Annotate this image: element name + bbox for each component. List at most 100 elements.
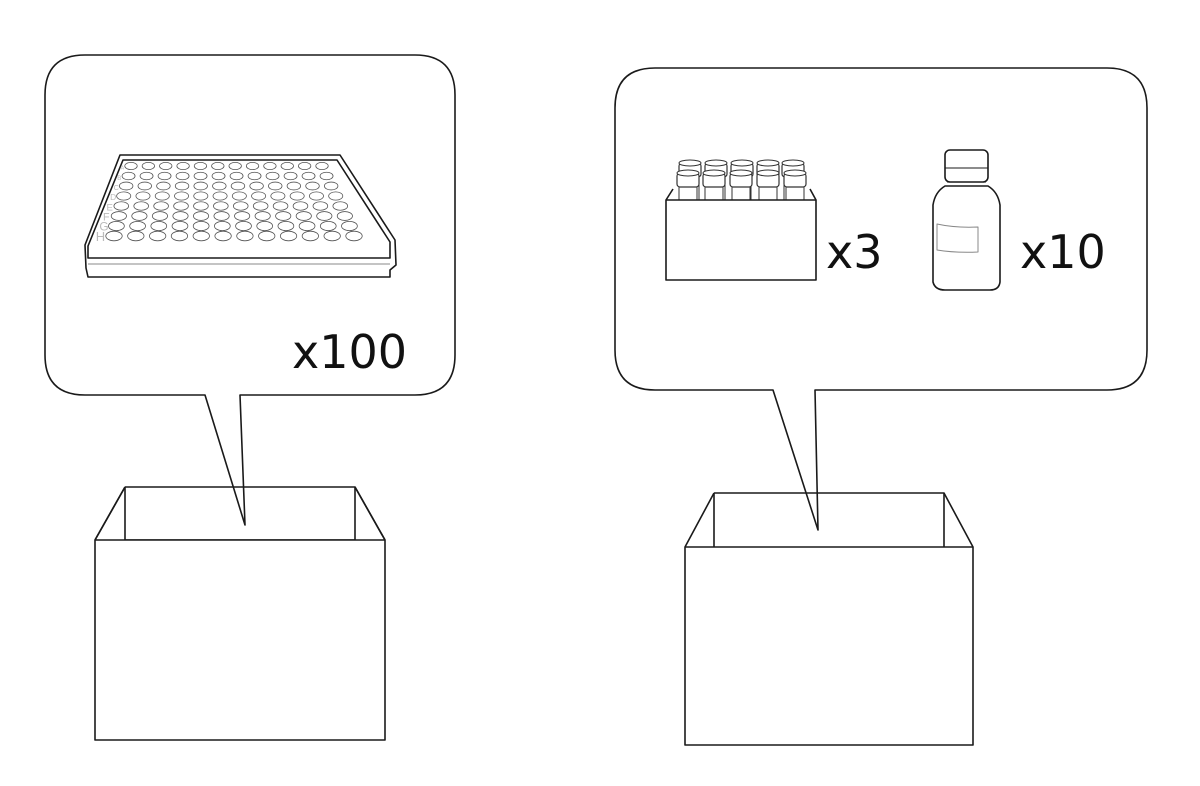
plate-well: [211, 161, 225, 170]
plate-well: [174, 191, 189, 201]
plate-quantity: x100: [292, 325, 407, 379]
plate-well: [214, 220, 231, 232]
plate-well: [135, 191, 151, 201]
plate-well: [275, 211, 292, 221]
plate-well: [263, 161, 277, 170]
plate-well: [328, 191, 344, 201]
plate-well: [289, 191, 305, 201]
plate-well: [116, 191, 132, 201]
plate-row-label: E: [107, 202, 113, 213]
plate-well: [176, 161, 190, 170]
plate-well: [301, 230, 319, 242]
plate-well: [154, 191, 170, 201]
plate-row-label: A: [121, 166, 125, 172]
plate-well: [170, 230, 189, 242]
plate-well: [213, 201, 229, 211]
plate-well: [129, 220, 146, 232]
plate-well: [232, 201, 249, 211]
plate-well: [174, 181, 190, 191]
plate-well: [230, 181, 246, 191]
plate-well: [279, 230, 298, 242]
plate-well: [193, 191, 209, 201]
plate-well: [298, 220, 316, 232]
plate-well: [319, 220, 337, 232]
plate-well: [332, 201, 349, 211]
plate-well: [252, 201, 269, 211]
plate-row-label: G: [99, 220, 108, 234]
plate-well: [251, 191, 267, 201]
plate-well: [319, 171, 334, 181]
plate-well: [133, 201, 149, 211]
plate-well: [256, 220, 274, 232]
plate-well: [292, 201, 309, 211]
plate-well: [212, 181, 227, 191]
plate-well: [312, 201, 329, 211]
left-box: [94, 486, 386, 741]
plate-well: [341, 220, 358, 232]
plate-well: [247, 171, 262, 181]
plate-well: [127, 230, 145, 242]
plate-well: [173, 201, 189, 211]
plate-row-label: C: [114, 183, 119, 192]
plate-well: [268, 181, 283, 191]
plate-well: [305, 181, 320, 191]
plate-well: [192, 220, 210, 232]
plate-well: [150, 220, 168, 232]
plate-well: [229, 171, 244, 181]
right-box: [684, 492, 974, 746]
plate-well: [301, 171, 316, 181]
plate-well: [139, 171, 154, 181]
plate-well: [141, 161, 155, 170]
plate-well: [283, 171, 298, 181]
right-speech-bubble: [614, 67, 1148, 531]
plate-well: [245, 161, 260, 170]
plate-well: [345, 230, 363, 242]
plate-well: [151, 211, 168, 221]
plate-well: [254, 211, 271, 221]
plate-well: [108, 220, 125, 232]
bottle-icon: [932, 149, 1001, 291]
plate-well: [118, 181, 134, 191]
plate-well: [286, 181, 302, 191]
plate-row-label: H: [96, 229, 105, 244]
plate-well: [193, 161, 208, 170]
tube-rack-icon: [665, 159, 817, 281]
plate-row-label: F: [103, 211, 110, 223]
plate-well: [172, 211, 189, 221]
plate-well: [235, 220, 252, 232]
plate-well: [157, 171, 172, 181]
left-speech-bubble: [44, 54, 456, 526]
plate-well: [156, 181, 171, 191]
plate-well: [121, 171, 136, 181]
plate-well: [295, 211, 312, 221]
plate-well: [137, 181, 152, 191]
plate-well: [277, 220, 295, 232]
plate-well: [298, 161, 312, 170]
tube-rack-quantity: x3: [826, 225, 883, 279]
plate-well: [231, 191, 247, 201]
plate-well: [315, 161, 329, 170]
plate-well: [280, 161, 294, 170]
plate-well: [171, 220, 189, 232]
plate-well: [228, 161, 242, 170]
plate-well: [193, 211, 210, 221]
plate-well: [270, 191, 286, 201]
plate-row-label: D: [110, 192, 116, 202]
plate-well: [193, 201, 209, 211]
plate-well: [113, 201, 130, 211]
plate-well: [213, 211, 230, 221]
plate-well: [316, 211, 333, 221]
plate-well: [131, 211, 148, 221]
plate-well: [193, 181, 208, 191]
plate-well: [110, 211, 127, 221]
plate-well: [192, 230, 210, 242]
plate-well: [323, 230, 341, 242]
plate-well: [336, 211, 353, 221]
plate-well: [308, 191, 324, 201]
plate-well: [323, 181, 339, 191]
plate-well: [193, 171, 208, 181]
plate-well: [153, 201, 169, 211]
plate-well: [175, 171, 190, 181]
